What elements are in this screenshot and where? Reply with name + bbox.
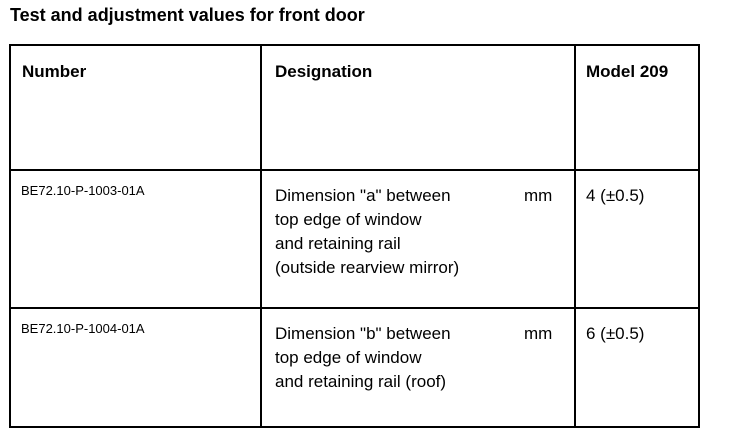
designation-text: Dimension "b" between top edge of window…: [275, 324, 451, 391]
cell-designation: Dimension "b" between top edge of window…: [262, 309, 574, 430]
header-cell-number: Number: [11, 46, 260, 169]
adjustment-values-table: Number Designation Model 209 BE72.10-P-1…: [9, 44, 700, 428]
column-divider: [260, 46, 262, 426]
unit-text: mm: [524, 186, 553, 205]
cell-designation: Dimension "a" between top edge of window…: [262, 171, 574, 307]
document-number: BE72.10-P-1004-01A: [21, 321, 145, 336]
page-title: Test and adjustment values for front doo…: [10, 5, 365, 25]
header-cell-designation: Designation: [262, 46, 574, 169]
model-value: 4 (±0.5): [586, 186, 645, 205]
table-row: BE72.10-P-1004-01A Dimension "b" between…: [11, 309, 698, 430]
model-value: 6 (±0.5): [586, 324, 645, 343]
designation-text: Dimension "a" between top edge of window…: [275, 186, 460, 277]
header-model-label: Model 209: [586, 62, 669, 81]
unit-text: mm: [524, 324, 553, 343]
table-row: BE72.10-P-1003-01A Dimension "a" between…: [11, 171, 698, 309]
header-designation-label: Designation: [275, 62, 373, 81]
cell-model-value: 6 (±0.5): [576, 309, 700, 430]
cell-number: BE72.10-P-1003-01A: [11, 171, 260, 307]
column-divider: [574, 46, 576, 426]
cell-model-value: 4 (±0.5): [576, 171, 700, 307]
table-header-row: Number Designation Model 209: [11, 46, 698, 171]
document-number: BE72.10-P-1003-01A: [21, 183, 145, 198]
cell-number: BE72.10-P-1004-01A: [11, 309, 260, 430]
header-cell-model: Model 209: [576, 46, 700, 169]
header-number-label: Number: [22, 62, 87, 81]
